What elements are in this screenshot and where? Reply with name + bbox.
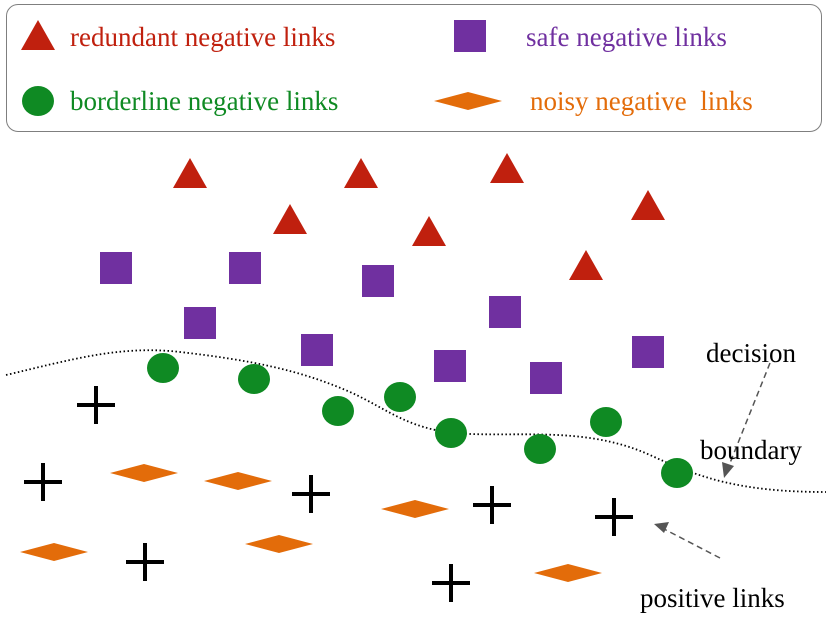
positive-links-label: positive links — [640, 583, 785, 613]
redundant-link-marker — [344, 158, 378, 188]
legend-label-redundant: redundant negative links — [70, 22, 336, 52]
decision-arrow-line — [727, 362, 771, 469]
borderline-link-marker — [384, 382, 416, 412]
legend-icons — [21, 20, 502, 116]
noisy-link-marker — [110, 464, 178, 482]
noisy-link-marker — [245, 535, 313, 553]
safe-link-marker — [489, 296, 521, 328]
legend-label-borderline: borderline negative links — [70, 86, 339, 116]
noisy-link-marker — [381, 500, 449, 518]
borderline-link-marker — [661, 458, 693, 488]
positive-link-marker — [473, 486, 511, 524]
safe-link-marker — [229, 252, 261, 284]
borderline-link-marker — [590, 407, 622, 437]
positive-link-marker — [595, 498, 633, 536]
noisy-link-marker — [204, 472, 272, 490]
legend-label-safe: safe negative links — [526, 22, 727, 52]
decision-label-line1: decision — [706, 337, 796, 368]
positive-link-marker — [292, 475, 330, 513]
redundant-link-marker — [569, 250, 603, 280]
redundant-link-marker — [273, 204, 307, 234]
borderline-link-marker — [147, 353, 179, 383]
redundant-link-marker — [490, 153, 524, 183]
positive-link-marker — [126, 543, 164, 581]
borderline-link-marker — [435, 418, 467, 448]
decision-boundary-label: decision boundary — [700, 272, 802, 499]
redundant-link-marker — [631, 190, 665, 220]
redundant-link-marker — [412, 216, 446, 246]
safe-link-marker — [100, 252, 132, 284]
decision-arrow-head — [722, 462, 734, 478]
positive-arrow-head — [654, 522, 669, 533]
square-icon — [454, 20, 486, 52]
noisy-link-marker — [20, 543, 88, 561]
borderline-link-marker — [322, 396, 354, 426]
safe-link-marker — [184, 307, 216, 339]
circle-icon — [22, 86, 54, 116]
decision-label-line2: boundary — [700, 434, 802, 465]
positive-arrow-line — [663, 528, 721, 559]
safe-link-marker — [632, 336, 664, 368]
noisy-link-marker — [534, 564, 602, 582]
legend-label-noisy: noisy negative links — [530, 86, 753, 116]
safe-link-marker — [434, 350, 466, 382]
safe-link-marker — [530, 362, 562, 394]
legend — [6, 4, 822, 132]
safe-link-marker — [362, 265, 394, 297]
redundant-link-marker — [173, 158, 207, 188]
borderline-link-marker — [238, 364, 270, 394]
positive-link-marker — [24, 463, 62, 501]
positive-link-marker — [77, 386, 115, 424]
positive-link-marker — [432, 564, 470, 602]
triangle-icon — [21, 20, 55, 50]
borderline-link-marker — [524, 434, 556, 464]
diamond-icon — [434, 92, 502, 110]
safe-link-marker — [301, 334, 333, 366]
